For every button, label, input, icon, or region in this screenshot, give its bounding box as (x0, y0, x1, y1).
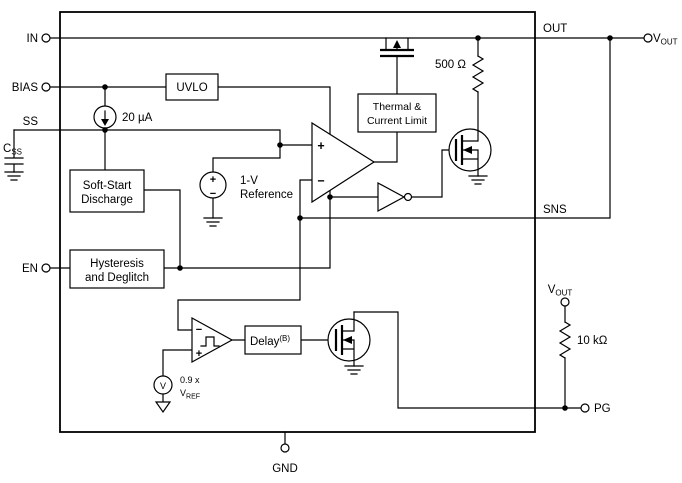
reference-minus-sign: − (210, 188, 216, 200)
current-source-20ua: 20 µA (93, 105, 153, 129)
current-source-label: 20 µA (122, 112, 153, 124)
inverter-bubble (403, 192, 413, 202)
soft-start-label-line2: Discharge (81, 194, 133, 206)
pin-label-bias: BIAS (12, 82, 39, 94)
external-labels: VOUT VOUT CSS (3, 33, 678, 298)
ground-sense-fet (468, 175, 488, 185)
vout-pullup-sub: OUT (555, 289, 572, 298)
pin-label-en: EN (22, 263, 38, 275)
reference-label-line1: 1-V (240, 175, 258, 187)
soft-start-discharge-block: Soft-Start Discharge (69, 169, 145, 213)
vout-pullup-label: VOUT (548, 284, 573, 298)
error-amp-minus-sign: − (317, 174, 324, 188)
vout-right-label: VOUT (653, 33, 678, 47)
discharge-inverter (377, 181, 413, 213)
ground-css (4, 171, 24, 181)
hysteresis-deglitch-block: Hysteresis and Deglitch (69, 249, 165, 289)
vref-sub: REF (186, 394, 200, 401)
css-sub: SS (11, 148, 22, 157)
pg-threshold-source: V 0.9 x VREF (153, 375, 200, 401)
vref-main: V (180, 388, 186, 398)
pin-label-ss: SS (23, 116, 39, 128)
comparator-minus-sign: − (196, 324, 202, 336)
wires (4, 37, 645, 445)
vout-pullup-main: V (548, 284, 556, 296)
error-amplifier: + − (311, 121, 376, 204)
reference-label-line2: Reference (240, 189, 293, 201)
bias-pin-terminal (41, 82, 51, 92)
pg-threshold-vref: VREF (180, 388, 200, 401)
voltage-reference: + − 1-V Reference (199, 171, 293, 201)
vout-right-sub: OUT (661, 38, 678, 47)
pg-fet (327, 311, 371, 367)
vout-terminal (643, 33, 653, 43)
in-pin-terminal (41, 33, 51, 43)
ground-pg-fet (344, 365, 364, 375)
terminal-circles (41, 33, 653, 453)
ground-reference (203, 217, 223, 227)
hysteresis-glyph (200, 336, 220, 347)
junction-dots (102, 35, 613, 411)
pg-fet-arrow (343, 336, 352, 344)
pin-label-in: IN (27, 33, 39, 45)
hysteresis-label-line2: and Deglitch (85, 272, 149, 284)
comparator-plus-sign: + (196, 348, 202, 360)
sense-resistor-label: 500 Ω (435, 59, 466, 71)
error-amp-plus-sign: + (317, 139, 324, 153)
delay-label: Delay(B) (250, 334, 290, 348)
delay-label-sup: (B) (279, 334, 290, 343)
pin-labels: IN BIAS SS EN OUT SNS PG GND (12, 23, 611, 475)
pullup-resistor-label: 10 kΩ (577, 335, 608, 347)
uvlo-block: UVLO (165, 73, 219, 101)
pg-threshold-label: 0.9 x (180, 375, 200, 385)
css-label: CSS (3, 143, 22, 157)
css-main: C (3, 143, 11, 155)
gnd-terminal (280, 443, 290, 453)
thermal-label-line2: Current Limit (367, 115, 427, 127)
ic-boundary (59, 11, 536, 433)
thermal-current-limit-block: Thermal & Current Limit (357, 93, 437, 133)
vout-right-main: V (653, 33, 661, 45)
pg-comparator: − + (191, 316, 234, 364)
vsource-letter: V (160, 381, 166, 391)
delay-label-main: Delay (250, 336, 280, 348)
ground-arrow-vref (154, 401, 172, 414)
pin-label-pg: PG (594, 403, 611, 415)
uvlo-label: UVLO (176, 82, 207, 94)
delay-block: Delay(B) (244, 325, 302, 355)
soft-start-label-line1: Soft-Start (83, 180, 132, 192)
pin-label-out: OUT (543, 23, 567, 35)
current-source-arrow (101, 119, 109, 126)
hysteresis-label-line1: Hysteresis (90, 258, 144, 270)
pin-label-sns: SNS (543, 204, 567, 216)
ground-symbols (4, 171, 488, 414)
sense-fet (448, 91, 492, 177)
reference-plus-sign: + (210, 174, 216, 186)
pullup-resistor: 10 kΩ (558, 321, 608, 359)
vout-pullup-terminal (560, 297, 570, 307)
pass-fet (380, 37, 414, 58)
sense-resistor: 500 Ω (435, 55, 485, 93)
en-pin-terminal (41, 263, 51, 273)
pin-label-gnd: GND (272, 463, 298, 475)
thermal-label-line1: Thermal & (373, 101, 421, 113)
pass-fet-arrow (393, 40, 401, 48)
pg-terminal (580, 403, 590, 413)
sense-fet-arrow (463, 146, 472, 154)
